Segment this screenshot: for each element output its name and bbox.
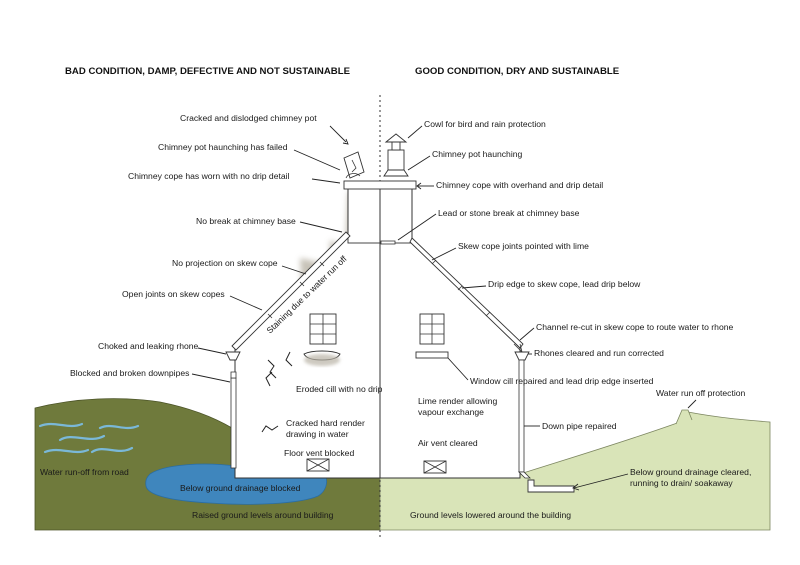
cracked-chimney-pot [343, 151, 365, 179]
label-down-pipe: Down pipe repaired [542, 421, 617, 431]
label-floor-vent: Floor vent blocked [284, 448, 354, 458]
left-rhone [225, 351, 241, 361]
label-blocked-downpipes: Blocked and broken downpipes [70, 368, 189, 378]
chimney-pot-with-cowl [383, 133, 409, 177]
left-window [309, 313, 337, 345]
label-no-projection: No projection on skew cope [172, 258, 278, 268]
label-window-cill: Window cill repaired and lead drip edge … [470, 376, 654, 386]
label-drainage-cleared-2: running to drain/ soakaway [630, 478, 733, 488]
floor-vent-blocked [306, 458, 330, 472]
right-rhone [514, 351, 530, 361]
right-downpipe [518, 359, 531, 479]
label-rhones-cleared: Rhones cleared and run corrected [534, 348, 664, 358]
label-cracked-render-1: Cracked hard render [286, 418, 365, 428]
label-choked-rhone: Choked and leaking rhone [98, 341, 199, 351]
label-raised-ground: Raised ground levels around building [192, 510, 334, 520]
underground-drain [527, 479, 575, 493]
label-lime-render-1: Lime render allowing [418, 396, 498, 406]
label-channel-recut: Channel re-cut in skew cope to route wat… [536, 322, 734, 332]
label-pot-haunching: Chimney pot haunching [432, 149, 523, 159]
label-cracked-pot: Cracked and dislodged chimney pot [180, 113, 317, 123]
building-right-half [379, 187, 521, 479]
label-runoff-protection: Water run off protection [656, 388, 746, 398]
label-no-break: No break at chimney base [196, 216, 296, 226]
label-cope-worn: Chimney cope has worn with no drip detai… [128, 171, 290, 181]
air-vent-cleared [423, 460, 447, 474]
repaired-cill [415, 351, 449, 359]
heading-bad: BAD CONDITION, DAMP, DEFECTIVE AND NOT S… [65, 66, 351, 77]
lead-break [380, 240, 396, 245]
label-air-vent: Air vent cleared [418, 438, 478, 448]
label-haunching-failed: Chimney pot haunching has failed [158, 142, 288, 152]
heading-good: GOOD CONDITION, DRY AND SUSTAINABLE [415, 66, 620, 77]
label-drainage-cleared-1: Below ground drainage cleared, [630, 467, 751, 477]
label-water-runoff-road: Water run-off from road [40, 467, 129, 477]
left-downpipe [230, 371, 237, 469]
right-window [419, 313, 445, 345]
label-drainage-blocked: Below ground drainage blocked [180, 483, 301, 493]
label-cracked-render-2: drawing in water [286, 429, 349, 439]
label-eroded-cill: Eroded cill with no drip [296, 384, 383, 394]
runoff-protection-bump [675, 409, 693, 425]
label-cope-overhand: Chimney cope with overhand and drip deta… [436, 180, 603, 190]
label-skew-joints: Skew cope joints pointed with lime [458, 241, 589, 251]
runoff-ripples [38, 422, 140, 454]
cill-stain [304, 354, 340, 366]
left-skew-cope [231, 231, 351, 351]
label-drip-edge: Drip edge to skew cope, lead drip below [488, 279, 641, 289]
label-cowl: Cowl for bird and rain protection [424, 119, 546, 129]
label-open-joints: Open joints on skew copes [122, 289, 225, 299]
render-cracks [261, 351, 293, 433]
label-lead-break: Lead or stone break at chimney base [438, 208, 580, 218]
label-ground-lowered: Ground levels lowered around the buildin… [410, 510, 571, 520]
chimney-cope [343, 180, 417, 190]
label-lime-render-2: vapour exchange [418, 407, 484, 417]
